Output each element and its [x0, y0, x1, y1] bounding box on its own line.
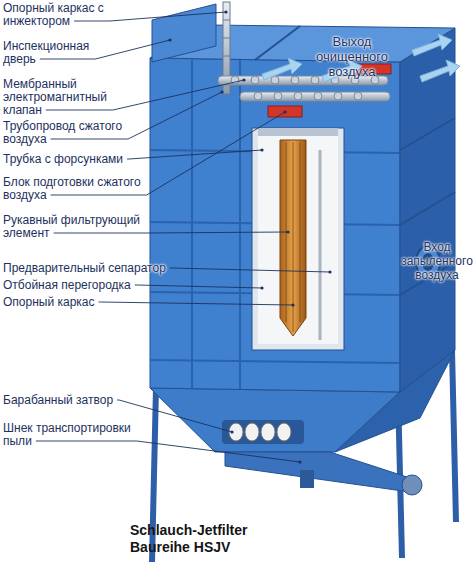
part-label-box: Вход запыленного воздуха — [400, 240, 474, 282]
membrane-valve — [268, 106, 302, 117]
part-label-box: Рукавный фильтрующий элемент — [3, 214, 151, 240]
part-label: Мембранный электромагнитный клапан — [3, 77, 107, 117]
part-label: Выход очищенного воздуха — [316, 34, 388, 79]
part-label-box: Опорный каркас с инжектором — [3, 2, 128, 28]
part-label: Отбойная перегородка — [3, 278, 131, 292]
leader-line — [127, 150, 262, 159]
part-label: Опорный каркас с инжектором — [3, 1, 104, 28]
leader-line — [170, 268, 330, 272]
leader-dot — [220, 90, 223, 93]
cutaway — [252, 128, 344, 350]
leader-line — [117, 400, 232, 432]
part-label: Рукавный фильтрующий элемент — [3, 213, 140, 240]
hopper-front — [150, 388, 400, 452]
screw-conveyor — [225, 452, 422, 495]
housing-side — [400, 28, 455, 392]
part-label-box: Выход очищенного воздуха — [296, 34, 408, 79]
leader-dot — [283, 110, 286, 113]
part-label-box: Блок подготовки сжатого воздуха — [3, 176, 153, 202]
part-label: Барабанный затвор — [3, 393, 113, 407]
leader-line — [135, 285, 262, 288]
part-label: Трубка с форсунками — [3, 152, 123, 166]
caption: Schlauch-Jetfilter Baureihe HSJV — [130, 522, 270, 556]
leader-dot — [298, 460, 301, 463]
part-label-box: Предварительный сепаратор — [3, 262, 173, 275]
part-label: Инспекционная дверь — [3, 39, 89, 66]
outlet-arrows — [262, 34, 460, 82]
leader-dot — [291, 303, 294, 306]
part-label-box: Мембранный электромагнитный клапан — [3, 78, 113, 117]
leader-dot — [168, 38, 171, 41]
part-label: Трубопровод сжатого воздуха — [3, 119, 122, 146]
drum-valve — [222, 420, 304, 444]
part-label-box: Отбойная перегородка — [3, 279, 153, 292]
leader-dot — [260, 148, 263, 151]
part-label-box: Трубопровод сжатого воздуха — [3, 120, 138, 146]
part-label: Блок подготовки сжатого воздуха — [3, 175, 141, 202]
leader-dot — [230, 430, 233, 433]
inspection-door — [152, 4, 216, 62]
leader-line — [36, 441, 300, 462]
leader-dot — [260, 286, 263, 289]
part-label-box: Опорный каркас — [3, 296, 153, 309]
part-label: Вход запыленного воздуха — [401, 240, 473, 282]
part-label: Шнек транспортировки пыли — [3, 421, 131, 448]
housing-front — [150, 58, 400, 392]
part-label-box: Трубка с форсунками — [3, 153, 153, 166]
leader-dot — [286, 230, 289, 233]
leader-dot — [224, 10, 227, 13]
leader-line — [54, 232, 288, 233]
leader-dot — [242, 78, 245, 81]
air-pipes — [218, 76, 390, 101]
part-label-box: Инспекционная дверь — [3, 40, 98, 66]
part-label-box: Барабанный затвор — [3, 394, 153, 407]
part-label-box: Шнек транспортировки пыли — [3, 422, 143, 448]
part-label: Опорный каркас — [3, 295, 95, 309]
part-label: Предварительный сепаратор — [3, 261, 166, 275]
leader-dot — [328, 270, 331, 273]
leader-line — [99, 302, 293, 305]
